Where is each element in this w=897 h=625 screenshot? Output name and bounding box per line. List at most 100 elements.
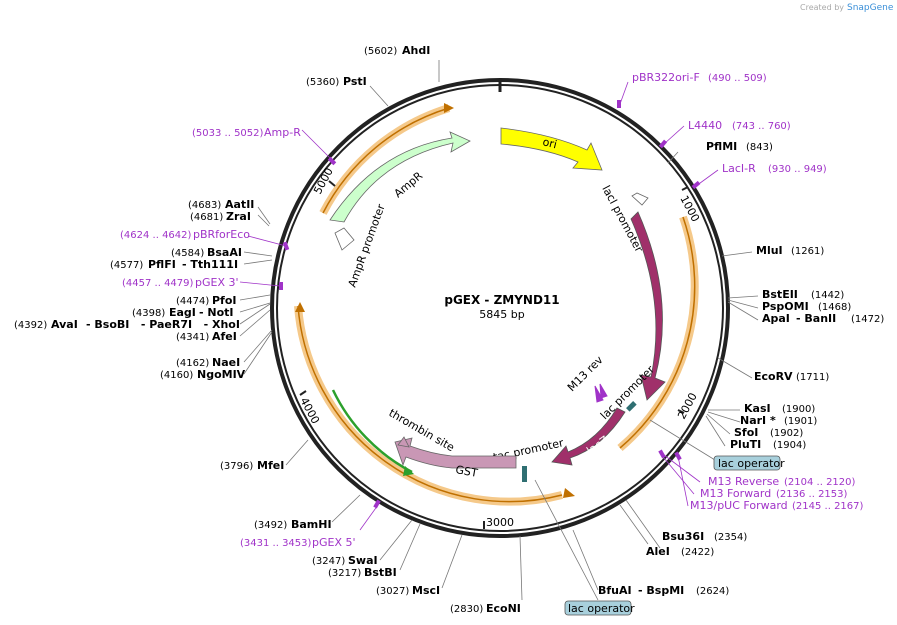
- feature-laci-promoter-arrow: [631, 192, 649, 206]
- site-name-ngomiv: NgoMIV: [197, 368, 246, 381]
- site-pos-ngomiv: (4160): [160, 370, 193, 381]
- site-extra-pflfi: - Tth111I: [182, 258, 238, 271]
- site-name-bsaai: BsaAI: [207, 246, 242, 259]
- site-pos-eagi: (4398): [132, 308, 165, 319]
- primer-name-m13rev: M13 Reverse: [708, 475, 779, 488]
- site-pos-ecorv: (1711): [796, 372, 829, 383]
- site-pos-afei: (4341): [176, 332, 209, 343]
- site-pos-pluti: (1904): [773, 440, 806, 451]
- feature-ampr: [329, 131, 471, 223]
- site-pos-msci: (3027): [376, 586, 409, 597]
- site-pos-psti: (5360): [306, 77, 339, 88]
- primer-name-pgex3: pGEX 3': [195, 276, 239, 289]
- orf-bands: [294, 103, 699, 506]
- feature-laczalpha: [551, 407, 626, 466]
- site-pos-bsu36i: (2354): [714, 532, 747, 543]
- site-pos-zrai: (4681): [190, 212, 223, 223]
- primer-range-pgex5: (3431 .. 3453): [240, 538, 312, 549]
- site-name-kasi: KasI: [744, 402, 771, 415]
- site-pos-pflfi: (4577): [110, 260, 143, 271]
- site-name-apai: ApaI: [762, 312, 790, 325]
- site-pos-apai: (1472): [851, 314, 884, 325]
- site-leaders: [239, 60, 759, 601]
- site-name-bstbi: BstBI: [364, 566, 397, 579]
- credit-created-by: Created by: [800, 3, 844, 12]
- feature-ampr-label: AmpR: [392, 169, 426, 200]
- lac-operator-label-2: lac operator: [568, 602, 635, 615]
- site-name-ahdi: AhdI: [402, 44, 430, 57]
- feature-ori: [500, 127, 603, 171]
- site-pos-bsteii: (1442): [811, 290, 844, 301]
- feature-ampr-promoter-label: AmpR promoter: [346, 202, 388, 289]
- site-name-eagi: EagI: [169, 306, 196, 319]
- primer-range-m13rev: (2104 .. 2120): [784, 477, 856, 488]
- site-name-avai: AvaI: [51, 318, 78, 331]
- site-pos-aatii: (4683): [188, 200, 221, 211]
- site-pos-ahdi: (5602): [364, 46, 397, 57]
- primer-name-laci-r: LacI-R: [722, 162, 756, 175]
- lac-operator-label-1: lac operator: [718, 457, 785, 470]
- site-pos-pflmi: (843): [746, 142, 773, 153]
- site-name-bfuai: BfuAI: [598, 584, 632, 597]
- site-pos-pspomi: (1468): [818, 302, 851, 313]
- site-pos-pfoi: (4474): [176, 296, 209, 307]
- site-name-aatii: AatII: [225, 198, 254, 211]
- feature-gst-label: GST: [454, 463, 478, 480]
- primer-range-m13puc: (2145 .. 2167): [792, 501, 864, 512]
- primer-marks: [239, 81, 719, 531]
- primer-name-amp-r: Amp-R: [264, 126, 301, 139]
- primer-range-laci-r: (930 .. 949): [768, 164, 827, 175]
- feature-lac-operator-mark-1: [626, 401, 637, 412]
- site-pos-avai: (4392): [14, 320, 47, 331]
- site-pos-sfoi: (1902): [770, 428, 803, 439]
- lac-operator-box-1: [713, 455, 781, 471]
- feature-thrombin-arrow: [397, 436, 410, 448]
- site-name-econi: EcoNI: [486, 602, 521, 615]
- plasmid-size: 5845 bp: [479, 308, 524, 321]
- site-extra-bfuai: - BspMI: [638, 584, 684, 597]
- site-name-pflfi: PflFI: [148, 258, 176, 271]
- site-name-mfei: MfeI: [257, 459, 284, 472]
- site-name-pluti: PluTI: [730, 438, 761, 451]
- site-name-naei: NaeI: [212, 356, 240, 369]
- site-pos-bsaai: (4584): [171, 248, 204, 259]
- lac-operator-box-2: [564, 600, 632, 616]
- site-pos-nari: (1901): [784, 416, 817, 427]
- site-pos-kasi: (1900): [782, 404, 815, 415]
- site-name-ecorv: EcoRV: [754, 370, 793, 383]
- feature-laci: [630, 211, 666, 401]
- tick-2000: 2000: [675, 391, 700, 422]
- site-pos-econi: (2830): [450, 604, 483, 615]
- site-name-pflmi: PflMI: [706, 140, 737, 153]
- site-name-bsu36i: Bsu36I: [662, 530, 704, 543]
- primer-name-pbr322ori: pBR322ori-F: [632, 71, 700, 84]
- primer-range-amp-r: (5033 .. 5052): [192, 128, 264, 139]
- primer-range-pbr322ori: (490 .. 509): [708, 73, 767, 84]
- site-pos-alei: (2422): [681, 547, 714, 558]
- site-name-bamhi: BamHI: [291, 518, 332, 531]
- primer-name-l4440: L4440: [688, 119, 722, 132]
- site-pos-bamhi: (3492): [254, 520, 287, 531]
- feature-laci-label: lacI: [662, 292, 676, 312]
- primer-name-pgex5: pGEX 5': [312, 536, 356, 549]
- site-labels: (5602) AhdI (5360) PstI (4683) AatII (46…: [14, 44, 884, 615]
- tick-3000: 3000: [486, 516, 514, 529]
- site-pos-bstbi: (3217): [328, 568, 361, 579]
- credit-brand: SnapGene: [847, 3, 894, 13]
- primer-name-m13puc: M13/pUC Forward: [690, 499, 788, 512]
- site-name-msci: MscI: [412, 584, 440, 597]
- feature-ampr-promoter-arrow: [334, 227, 355, 251]
- site-extra-avai: - BsoBI - PaeR7I - XhoI: [86, 318, 240, 331]
- backbone-outer: [270, 78, 730, 538]
- orf-band-ampr: [319, 104, 451, 215]
- primer-range-m13fwd: (2136 .. 2153): [776, 489, 848, 500]
- site-pos-swai: (3247): [312, 556, 345, 567]
- site-name-zrai: ZraI: [226, 210, 251, 223]
- site-name-psti: PstI: [343, 75, 367, 88]
- plasmid-name: pGEX - ZMYND11: [444, 293, 559, 307]
- site-pos-bfuai: (2624): [696, 586, 729, 597]
- primer-name-m13fwd: M13 Forward: [700, 487, 771, 500]
- site-name-pfoi: PfoI: [212, 294, 237, 307]
- site-pos-mfei: (3796): [220, 461, 253, 472]
